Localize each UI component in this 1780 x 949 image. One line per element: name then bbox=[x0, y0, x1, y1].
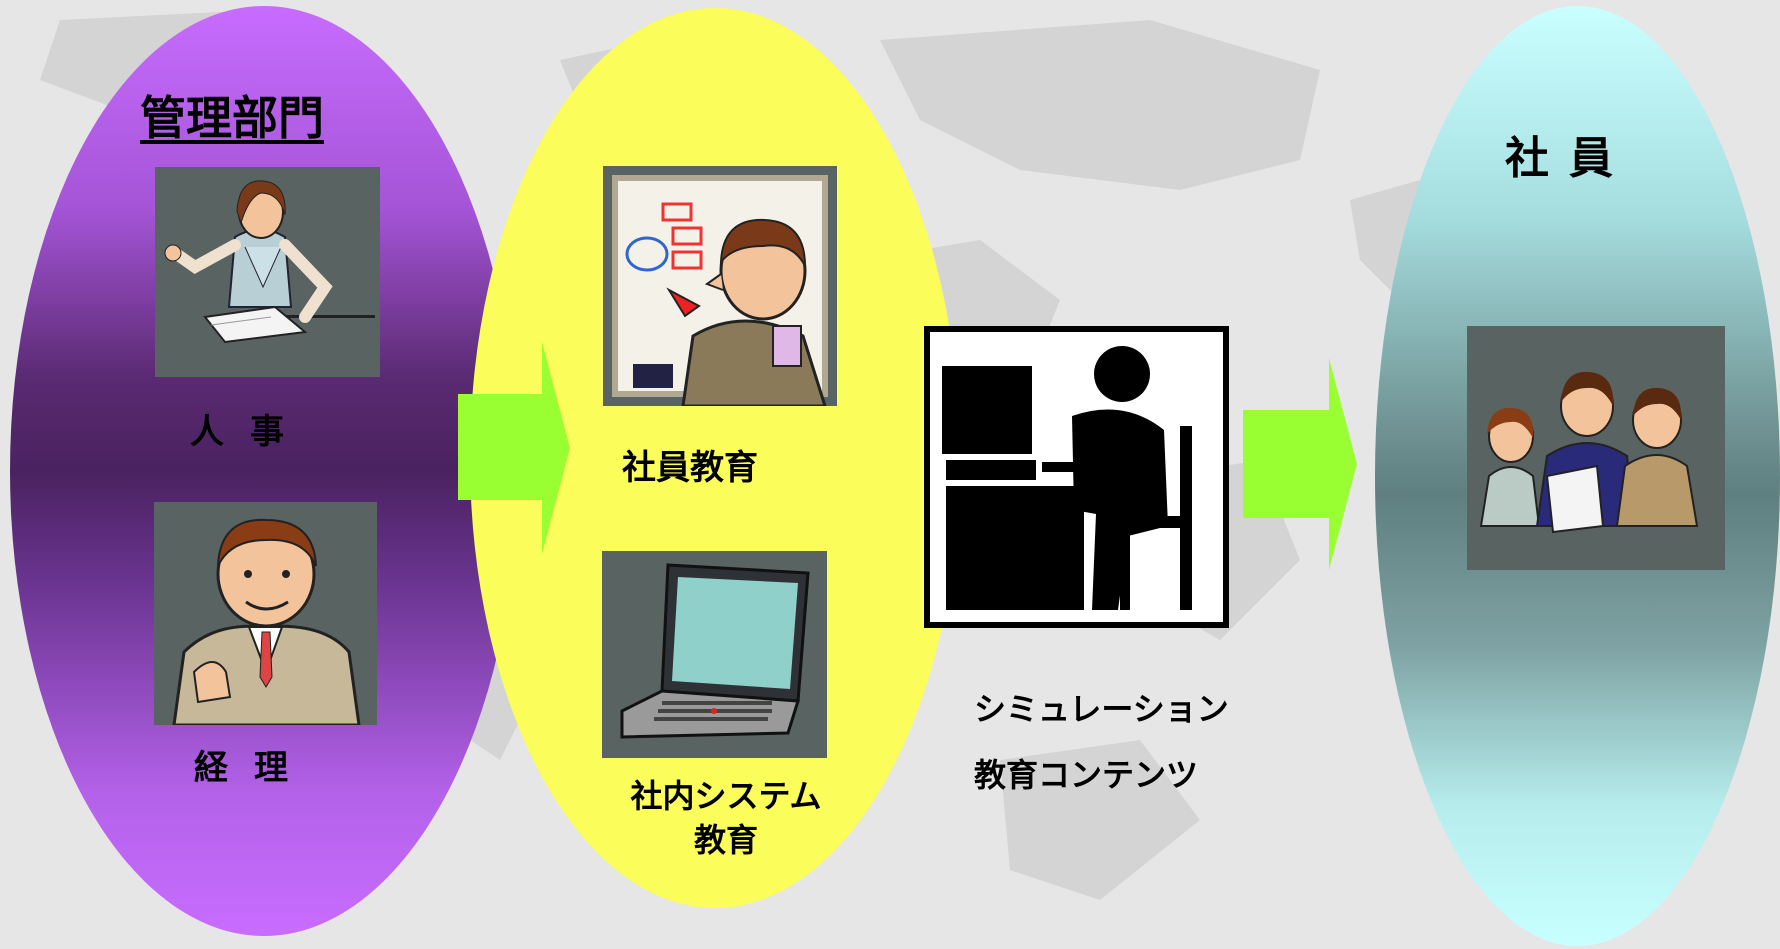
simulation-content-label: シミュレーション 教育コンテンツ bbox=[974, 676, 1229, 808]
laptop-icon bbox=[602, 551, 827, 758]
employee-education-label: 社員教育 bbox=[622, 448, 758, 488]
accounting-label: 経理 bbox=[194, 748, 314, 788]
admin-department-title: 管理部門 bbox=[140, 91, 324, 145]
right-arrow-icon bbox=[1243, 358, 1357, 570]
computer-user-icon bbox=[924, 326, 1229, 628]
simulation-content-line1: シミュレーション bbox=[974, 690, 1229, 728]
right-arrow-icon bbox=[458, 342, 570, 554]
system-education-line2: 教育 bbox=[693, 821, 758, 859]
system-education-line1: 社内システム bbox=[630, 777, 822, 815]
employees-title: 社員 bbox=[1505, 133, 1633, 184]
hr-label: 人事 bbox=[190, 412, 310, 452]
teacher-whiteboard-icon bbox=[603, 166, 837, 406]
system-education-label: 社内システム 教育 bbox=[606, 774, 846, 862]
businessman-icon bbox=[154, 502, 377, 725]
employee-group-icon bbox=[1467, 326, 1725, 570]
woman-presenter-icon bbox=[155, 167, 380, 377]
admin-department-ellipse bbox=[10, 6, 518, 936]
simulation-content-line2: 教育コンテンツ bbox=[974, 756, 1199, 794]
